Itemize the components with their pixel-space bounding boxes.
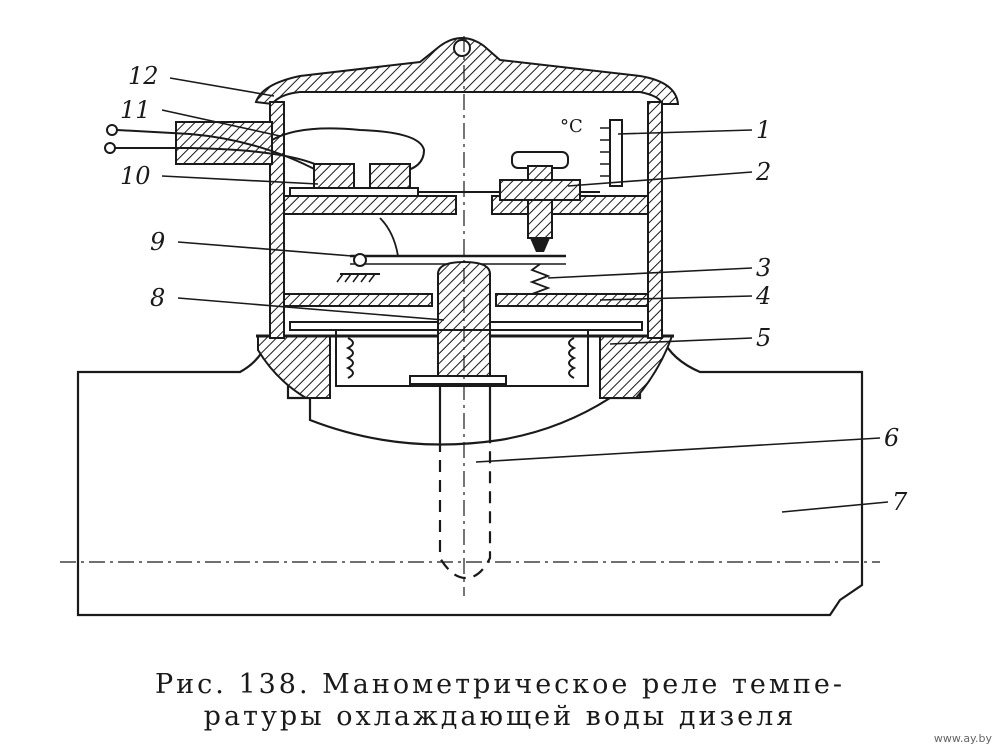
contact-plate: [289, 187, 419, 197]
wire-loop: [271, 127, 426, 173]
partition-plate-left: [283, 293, 433, 307]
temperature-scale: [609, 119, 623, 187]
lever-pivot: [353, 253, 367, 267]
part-label-8: 8: [150, 284, 165, 312]
part-label-7: 7: [892, 488, 908, 516]
part-label-5: 5: [756, 324, 771, 352]
part-label-9: 9: [150, 228, 165, 256]
base-flange-left: [257, 335, 331, 399]
part-label-11: 11: [120, 96, 151, 124]
part-label-1: 1: [756, 116, 771, 144]
bellows-left: [345, 337, 354, 379]
housing-wall-left: [269, 101, 285, 339]
housing-wall-right: [647, 101, 663, 339]
part-label-4: 4: [755, 282, 771, 310]
part-label-3: 3: [756, 254, 771, 282]
caption-line-2: ратуры охлаждающей воды дизеля: [203, 701, 797, 732]
terminal-wire-1: [106, 124, 118, 136]
adjusting-screw: [527, 165, 553, 239]
cable-gland: [175, 121, 273, 165]
unit-label: °C: [560, 116, 583, 137]
terminal-wire-2: [104, 142, 116, 154]
caption-line-1: Рис. 138. Манометрическое реле темпе-: [155, 669, 845, 700]
insulating-board: [283, 195, 457, 215]
partition-plate-right: [495, 293, 649, 307]
thermal-bulb-upper: [438, 386, 492, 440]
housing-cover: [254, 37, 680, 106]
part-label-10: 10: [120, 162, 151, 190]
bellows-housing: [335, 329, 589, 387]
thermal-bulb-lower: [438, 440, 492, 580]
cover-eye: [453, 39, 471, 57]
part-label-12: 12: [128, 62, 159, 90]
watermark: www.ay.by: [933, 732, 992, 745]
base-flange-right: [599, 335, 674, 399]
part-label-6: 6: [884, 424, 899, 452]
leader-lines: [161, 77, 889, 513]
bellows-right: [568, 337, 577, 379]
part-label-2: 2: [755, 158, 771, 186]
